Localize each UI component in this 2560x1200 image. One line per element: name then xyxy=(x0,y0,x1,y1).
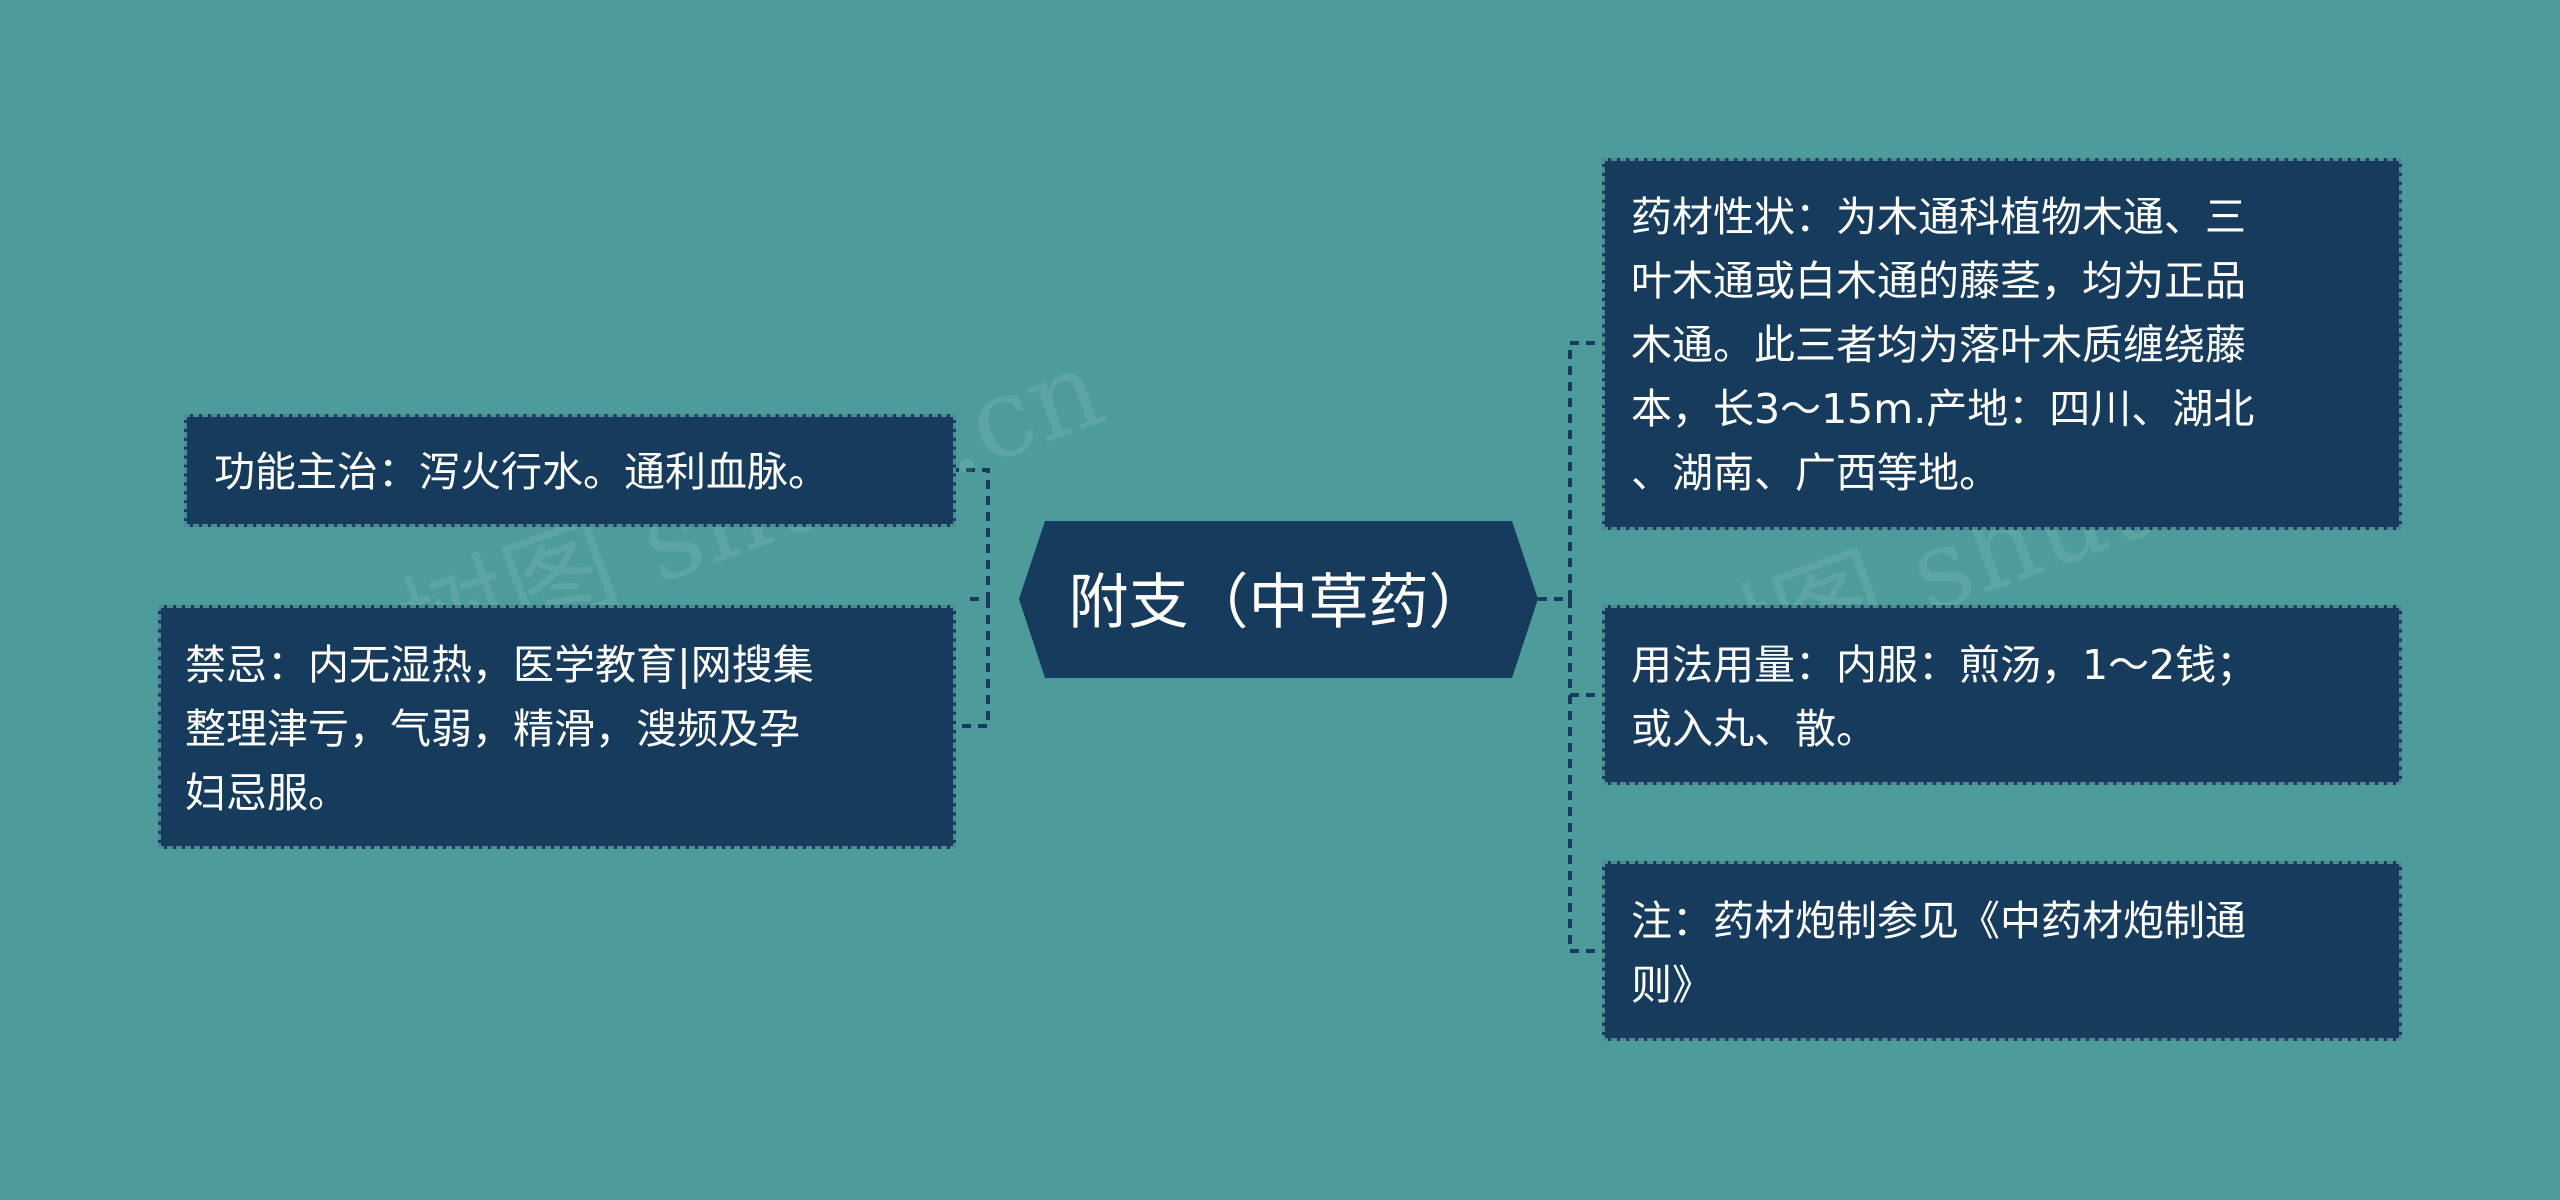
connector-left-bottom xyxy=(952,599,990,728)
node-line: 、湖南、广西等地。 xyxy=(1631,449,2000,497)
connector-left-top xyxy=(952,468,990,601)
node-line: 本，长3～15m.产地：四川、湖北 xyxy=(1631,385,2255,433)
right-node-dosage[interactable]: 用法用量：内服：煎汤，1～2钱； 或入丸、散。 xyxy=(1602,605,2402,785)
central-topic-label: 附支（中草药） xyxy=(1068,568,1489,638)
node-line: 妇忌服。 xyxy=(185,769,349,817)
central-topic[interactable]: 附支（中草药） xyxy=(1019,521,1538,678)
node-line: 药材性状：为木通科植物木通、三 xyxy=(1631,193,2246,241)
node-line: 用法用量：内服：煎汤，1～2钱； xyxy=(1631,641,2258,689)
node-line: 禁忌：内无湿热，医学教育|网搜集 xyxy=(185,641,814,689)
left-node-function[interactable]: 功能主治：泻火行水。通利血脉。 xyxy=(184,414,956,527)
connector-right-top xyxy=(1538,341,1602,601)
node-line: 则》 xyxy=(1631,961,1713,1009)
left-node-contraindication[interactable]: 禁忌：内无湿热，医学教育|网搜集 整理津亏，气弱，精滑，溲频及孕 妇忌服。 xyxy=(158,605,956,849)
connector-right-middle xyxy=(1568,599,1602,697)
central-hexagon-shape xyxy=(1019,521,1538,678)
right-node-properties[interactable]: 药材性状：为木通科植物木通、三 叶木通或白木通的藤茎，均为正品 木通。此三者均为… xyxy=(1602,158,2402,530)
node-line: 功能主治：泻火行水。通利血脉。 xyxy=(214,448,829,496)
node-line: 整理津亏，气弱，精滑，溲频及孕 xyxy=(185,705,800,753)
connector-right-bottom xyxy=(1568,599,1602,953)
right-node-note[interactable]: 注：药材炮制参见《中药材炮制通 则》 xyxy=(1602,861,2402,1041)
node-line: 或入丸、散。 xyxy=(1631,705,1877,753)
node-line: 木通。此三者均为落叶木质缠绕藤 xyxy=(1631,321,2246,369)
node-line: 叶木通或白木通的藤茎，均为正品 xyxy=(1631,257,2246,305)
node-line: 注：药材炮制参见《中药材炮制通 xyxy=(1631,897,2246,945)
